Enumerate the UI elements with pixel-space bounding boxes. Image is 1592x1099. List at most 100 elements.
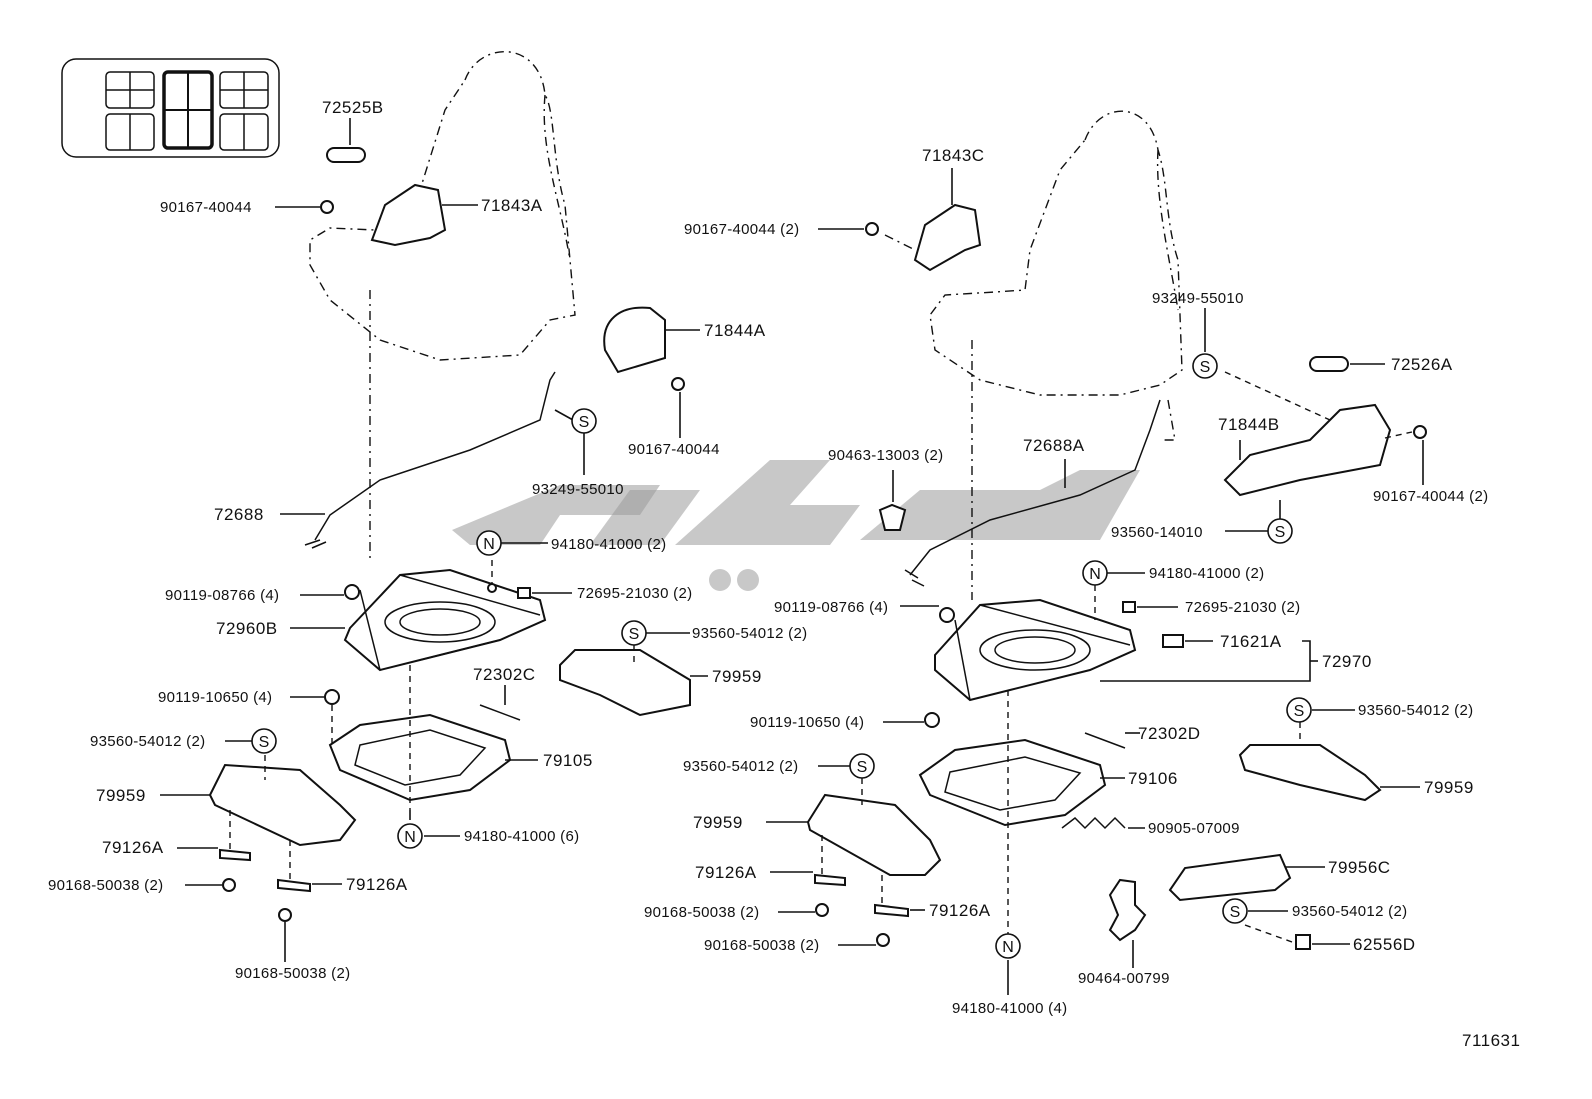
part-number-label: 72960B	[216, 619, 278, 638]
part-number-label: 90119-08766 (4)	[774, 599, 888, 616]
part-number-label: 72688A	[1023, 436, 1085, 455]
legend-cell	[219, 113, 269, 151]
nut-part	[487, 583, 497, 593]
part-number-label: 79956C	[1328, 858, 1391, 877]
spacer-part	[277, 878, 311, 893]
screw-marker: S	[1222, 898, 1248, 924]
screw-part	[320, 200, 334, 214]
legend-cell	[219, 71, 269, 109]
track-cover-part	[1238, 744, 1382, 802]
screw-marker: S	[251, 728, 277, 754]
screw-marker: S	[1192, 353, 1218, 379]
screw-marker: S	[571, 408, 597, 434]
legend-cell-highlighted	[162, 70, 214, 150]
part-number-label: 90168-50038 (2)	[235, 965, 350, 982]
part-number-label: 71843C	[922, 146, 985, 165]
screw-part	[1413, 425, 1427, 439]
part-number-label: 71844A	[704, 321, 766, 340]
part-number-label: 94180-41000 (6)	[464, 828, 579, 845]
recliner-cover-part	[370, 183, 447, 247]
side-cover-part	[603, 306, 666, 374]
part-number-label: 94180-41000 (4)	[952, 1000, 1067, 1017]
screw-marker: S	[1267, 518, 1293, 544]
part-number-label: 90168-50038 (2)	[704, 937, 819, 954]
clip-part	[517, 587, 531, 599]
part-number-label: 90168-50038 (2)	[644, 904, 759, 921]
left-seat-outline	[309, 50, 576, 560]
part-number-label: 72688	[214, 505, 264, 524]
bolt-part	[324, 689, 340, 705]
right-seat-outline	[929, 110, 1183, 600]
part-number-label: 93560-54012 (2)	[1358, 702, 1473, 719]
seat-frame-left	[328, 713, 512, 802]
part-number-label: 90167-40044	[628, 441, 720, 458]
legend-cell	[105, 113, 155, 151]
legend-cell	[105, 71, 155, 109]
bolt-part	[278, 908, 292, 922]
seat-track-left	[343, 568, 547, 672]
part-number-label: 93249-55010	[532, 481, 624, 498]
clip-part	[1295, 934, 1311, 950]
nut-marker: N	[476, 530, 502, 556]
spacer-part	[814, 873, 846, 887]
part-number-label: 94180-41000 (2)	[551, 536, 666, 553]
screw-marker: S	[849, 753, 875, 779]
part-number-label: 72695-21030 (2)	[577, 585, 692, 602]
part-number-label: 90119-10650 (4)	[158, 689, 272, 706]
bolt-part	[924, 712, 940, 728]
part-number-label: 79126A	[346, 875, 408, 894]
part-number-label: 93560-54012 (2)	[692, 625, 807, 642]
part-number-label: 90167-40044 (2)	[684, 221, 799, 238]
svg-text:S: S	[1200, 359, 1211, 376]
part-number-label: 79959	[96, 786, 146, 805]
bolt-part	[344, 584, 360, 600]
screw-part	[865, 222, 879, 236]
part-number-label: 71843A	[481, 196, 543, 215]
part-number-label: 72302C	[473, 665, 536, 684]
harness-clamp-part	[1108, 878, 1147, 942]
nut-marker: N	[1082, 560, 1108, 586]
part-number-label: 72302D	[1138, 724, 1201, 743]
svg-text:N: N	[1089, 566, 1101, 583]
part-number-label: 62556D	[1353, 935, 1416, 954]
end-cover-part	[1168, 853, 1292, 902]
clamp-part	[878, 503, 907, 531]
part-number-label: 90905-07009	[1148, 820, 1240, 837]
clip-part	[1122, 601, 1136, 613]
part-number-label: 72970	[1322, 652, 1372, 671]
part-number-label: 93249-55010	[1152, 290, 1244, 307]
watermark-logo	[452, 460, 1140, 591]
part-number-label: 90167-40044	[160, 199, 252, 216]
screw-part	[671, 377, 685, 391]
spacer-part	[219, 848, 251, 862]
part-number-label: 79126A	[695, 863, 757, 882]
part-number-label: 93560-14010	[1111, 524, 1203, 541]
cap-part	[1309, 356, 1349, 372]
svg-text:S: S	[629, 626, 640, 643]
svg-text:S: S	[1275, 524, 1286, 541]
lower-cover-part	[806, 793, 942, 876]
part-number-label: 79126A	[929, 901, 991, 920]
part-number-label: 93560-54012 (2)	[1292, 903, 1407, 920]
recliner-cover-part	[913, 203, 982, 272]
part-number-label: 90119-10650 (4)	[750, 714, 864, 731]
seat-frame-right	[918, 738, 1107, 827]
svg-text:S: S	[1294, 703, 1305, 720]
svg-text:S: S	[1230, 904, 1241, 921]
side-cover-part	[1223, 403, 1392, 497]
svg-text:S: S	[579, 414, 590, 431]
part-number-label: 79959	[1424, 778, 1474, 797]
part-number-label: 90167-40044 (2)	[1373, 488, 1488, 505]
svg-text:S: S	[857, 759, 868, 776]
part-number-label: 71621A	[1220, 632, 1282, 651]
screw-marker: S	[1286, 697, 1312, 723]
svg-text:N: N	[1002, 939, 1014, 956]
part-number-label: 71844B	[1218, 415, 1280, 434]
part-number-label: 79959	[693, 813, 743, 832]
seat-track-right	[934, 598, 1137, 702]
part-number-label: 93560-54012 (2)	[683, 758, 798, 775]
part-number-label: 79106	[1128, 769, 1178, 788]
part-number-label: 93560-54012 (2)	[90, 733, 205, 750]
bolt-part	[222, 878, 236, 892]
